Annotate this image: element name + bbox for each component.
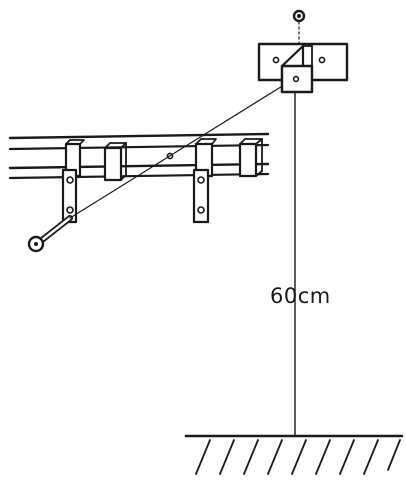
bar-clamp-middle-left: [103, 142, 127, 182]
pulley-string: [69, 79, 293, 219]
suspension-point: [292, 9, 306, 45]
bar-clamp-middle-right: [192, 138, 217, 224]
ground: [184, 434, 404, 475]
bar-clamp-left: [61, 139, 85, 224]
height-label: 60cm: [270, 284, 331, 308]
horizontal-bar: [8, 132, 270, 180]
pulley-bracket: [257, 42, 349, 94]
bar-pivot: [166, 152, 174, 160]
crank-handle: [27, 215, 73, 253]
bar-clamp-right: [238, 138, 263, 178]
